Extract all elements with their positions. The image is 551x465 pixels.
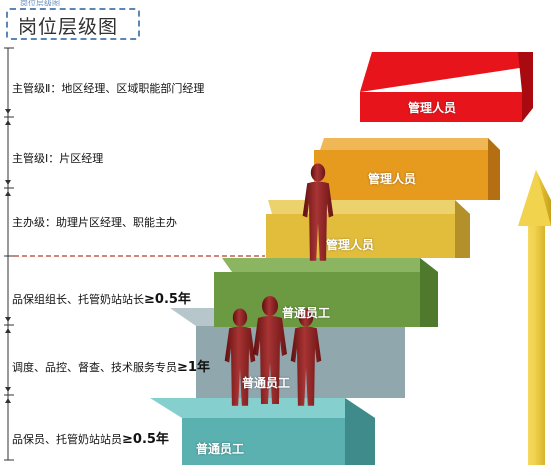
page-title: 岗位层级图 [18, 16, 119, 38]
level-6-text: 品保员、托管奶站站员 [12, 433, 122, 446]
level-5-text: 调度、品控、督查、技术服务专员 [12, 361, 177, 374]
level-6-requirement: ≥0.5年 [122, 432, 169, 447]
step-6 [150, 398, 375, 465]
level-4-requirement: ≥0.5年 [144, 292, 191, 307]
level-5-requirement: ≥1年 [177, 360, 210, 375]
step-4 [214, 258, 438, 327]
level-label-5: 调度、品控、督查、技术服务专员≥1年 [12, 356, 210, 375]
growth-arrow [518, 170, 551, 465]
step-1-label: 管理人员 [408, 101, 457, 115]
title-box [6, 8, 140, 40]
level-2-text: 主管级Ⅰ：片区经理 [12, 152, 104, 165]
level-axis [4, 47, 14, 461]
level-label-4: 品保组组长、托管奶站站长≥0.5年 [12, 288, 191, 307]
level-label-2: 主管级Ⅰ：片区经理 [12, 150, 103, 166]
level-1-text: 主管级Ⅱ：地区经理、区域职能部门经理 [12, 82, 205, 95]
level-label-6: 品保员、托管奶站站员≥0.5年 [12, 428, 169, 447]
step-6-label: 普通员工 [196, 442, 245, 456]
level-4-text: 品保组组长、托管奶站站长 [12, 293, 144, 306]
level-label-1: 主管级Ⅱ：地区经理、区域职能部门经理 [12, 80, 204, 96]
level-label-3: 主办级：助理片区经理、职能主办 [12, 214, 177, 230]
step-1 [360, 52, 533, 122]
step-5-label: 普通员工 [242, 376, 291, 390]
step-3-label: 管理人员 [326, 238, 375, 252]
top-strip-text: 岗位层级图 [20, 0, 60, 6]
step-2 [314, 138, 500, 200]
level-3-text: 主办级：助理片区经理、职能主办 [12, 216, 177, 229]
step-2-label: 管理人员 [368, 172, 417, 186]
step-4-label: 普通员工 [282, 306, 331, 320]
